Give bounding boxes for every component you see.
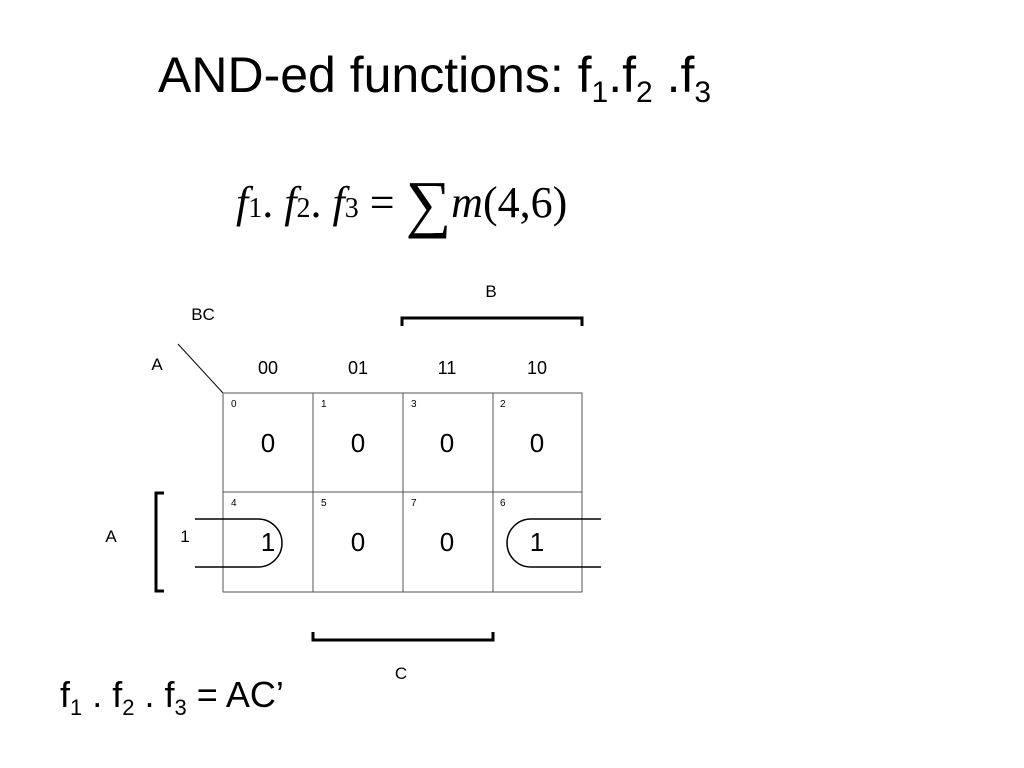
row-label-1: 1 — [180, 527, 189, 546]
group-loop-right — [506, 518, 601, 568]
result-sub-3: 3 — [174, 695, 187, 720]
col-header-00: 00 — [258, 358, 278, 378]
cell-value: 1 — [530, 527, 544, 557]
cell-index: 3 — [411, 399, 417, 410]
title-dot-1: .f — [608, 47, 637, 103]
slide-title: AND-ed functions: f1.f2 .f3 — [158, 50, 711, 108]
eq-sep-1: . — [262, 178, 285, 227]
cell-index: 7 — [411, 498, 417, 509]
cell-index: 5 — [321, 498, 327, 509]
title-dot-2: .f — [652, 47, 695, 103]
result-f: f — [60, 674, 71, 715]
cell-value: 0 — [530, 428, 544, 458]
corner-diagonal — [177, 343, 224, 394]
title-sub-3: 3 — [694, 76, 712, 109]
corner-label-bc: BC — [191, 305, 215, 324]
cell-value: 0 — [440, 527, 454, 557]
eq-f3: f — [332, 178, 345, 227]
bracket-c-label: C — [395, 664, 407, 683]
eq-m: m — [451, 178, 483, 227]
cell-value: 1 — [261, 527, 275, 557]
bracket-a — [154, 491, 164, 593]
cell-value: 0 — [351, 527, 365, 557]
eq-index-3: 3 — [344, 193, 359, 224]
cell-index: 6 — [500, 498, 506, 509]
cell-index: 0 — [231, 399, 237, 410]
eq-equals: = — [358, 178, 406, 227]
bracket-b-label: B — [485, 282, 496, 301]
bracket-b — [400, 316, 584, 326]
eq-args: (4,6) — [482, 178, 568, 227]
eq-f1: f — [236, 178, 249, 227]
eq-index-2: 2 — [296, 193, 311, 224]
result-expression: f1 . f2 . f3 = AC’ — [60, 677, 284, 719]
cell-value: 0 — [261, 428, 275, 458]
result-sub-2: 2 — [122, 695, 135, 720]
group-loop-left — [195, 518, 283, 568]
title-sub-1: 1 — [591, 76, 609, 109]
result-sub-1: 1 — [70, 695, 83, 720]
sigma-symbol: ∑ — [405, 168, 452, 239]
title-text: AND-ed functions: f — [158, 47, 592, 103]
eq-f2: f — [284, 178, 297, 227]
bracket-c — [311, 632, 495, 642]
cell-value: 0 — [351, 428, 365, 458]
eq-index-1: 1 — [248, 193, 263, 224]
row-label-a: A — [105, 527, 117, 546]
cell-value: 0 — [440, 428, 454, 458]
result-dot-2: . f — [134, 674, 175, 715]
minterm-equation: f1. f2. f3 = ∑m(4,6) — [236, 172, 567, 236]
cell-index: 4 — [231, 498, 237, 509]
corner-label-a: A — [151, 355, 163, 374]
title-sub-2: 2 — [636, 76, 653, 109]
cell-index: 1 — [321, 399, 327, 410]
cell-index: 2 — [500, 399, 506, 410]
result-rhs: = AC’ — [186, 674, 284, 715]
col-header-10: 10 — [527, 358, 547, 378]
eq-sep-2: . — [310, 178, 333, 227]
col-header-11: 11 — [438, 358, 457, 378]
result-dot-1: . f — [82, 674, 123, 715]
col-header-01: 01 — [348, 358, 368, 378]
